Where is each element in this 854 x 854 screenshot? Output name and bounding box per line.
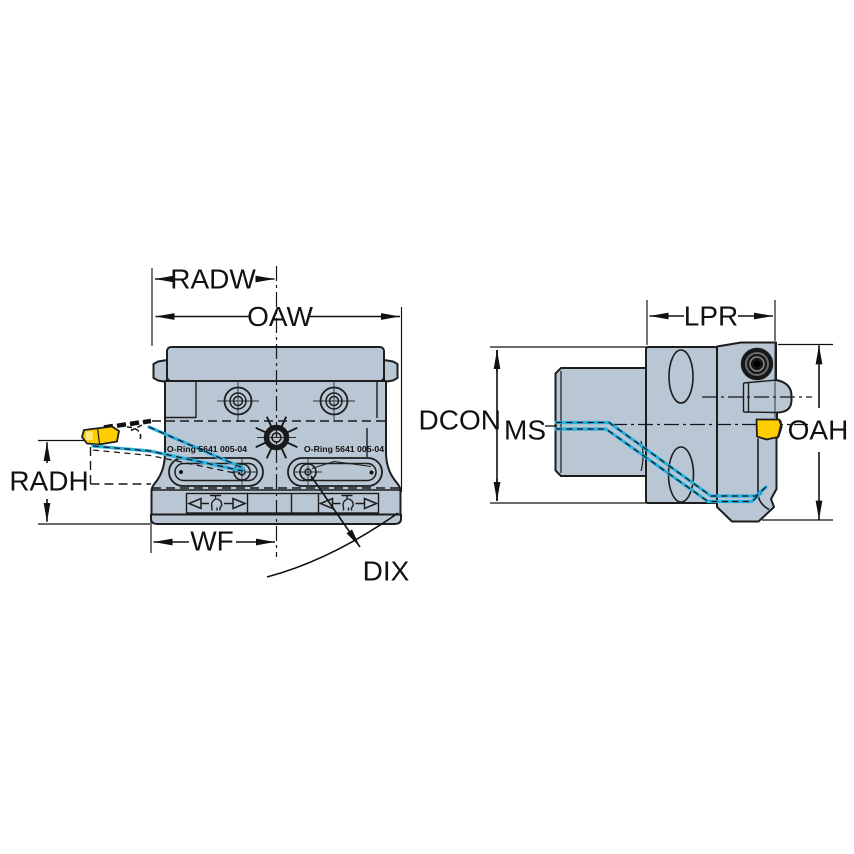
boss-left bbox=[217, 380, 259, 422]
right-tab bbox=[383, 359, 399, 383]
side-extension-lines bbox=[490, 300, 833, 521]
dix-arc bbox=[266, 512, 399, 578]
dim-label-oaw: OAW bbox=[247, 301, 313, 332]
front-details bbox=[81, 266, 401, 557]
coolant-tap-symbol-right bbox=[318, 494, 379, 511]
front-view: RADW OAW RADH WF DIX O-Ring 5641 005-04 … bbox=[9, 264, 409, 587]
head bbox=[716, 341, 793, 523]
flange-relief-upper bbox=[668, 349, 694, 404]
dim-label-lpr: LPR bbox=[684, 301, 738, 332]
dim-label-oah: OAH bbox=[788, 415, 849, 446]
side-dimensions: LPR DCON MS OAH bbox=[419, 301, 849, 520]
dix-leader bbox=[310, 475, 361, 548]
coolant-band bbox=[151, 489, 401, 514]
front-extension-lines bbox=[38, 268, 403, 553]
dim-label-wf: WF bbox=[190, 526, 234, 557]
front-coolant-channel bbox=[91, 425, 245, 476]
side-details bbox=[545, 342, 812, 511]
dim-label-dcon: DCON bbox=[419, 405, 501, 436]
oring-label-left: O-Ring 5641 005-04 bbox=[167, 444, 247, 454]
left-tab bbox=[152, 359, 168, 383]
oring-label-right: O-Ring 5641 005-04 bbox=[304, 444, 384, 454]
torx-screw-icon bbox=[740, 347, 774, 381]
slot-right bbox=[287, 457, 383, 487]
insert-side bbox=[755, 418, 782, 441]
dim-label-radh: RADH bbox=[9, 466, 88, 497]
dim-label-radw: RADW bbox=[170, 264, 256, 295]
front-dimensions: RADW OAW RADH WF DIX bbox=[9, 264, 409, 587]
insert-front bbox=[81, 425, 120, 446]
dim-label-dcon-ms: MS bbox=[504, 415, 546, 446]
coolant-tap-symbol-left bbox=[187, 494, 247, 511]
side-coolant-channel bbox=[554, 420, 768, 504]
top-cap bbox=[166, 346, 385, 382]
dim-label-dix: DIX bbox=[363, 556, 410, 587]
side-view: LPR DCON MS OAH bbox=[419, 300, 849, 523]
boss-right bbox=[313, 380, 355, 422]
clamp-detail bbox=[742, 379, 778, 414]
flange bbox=[645, 346, 718, 504]
